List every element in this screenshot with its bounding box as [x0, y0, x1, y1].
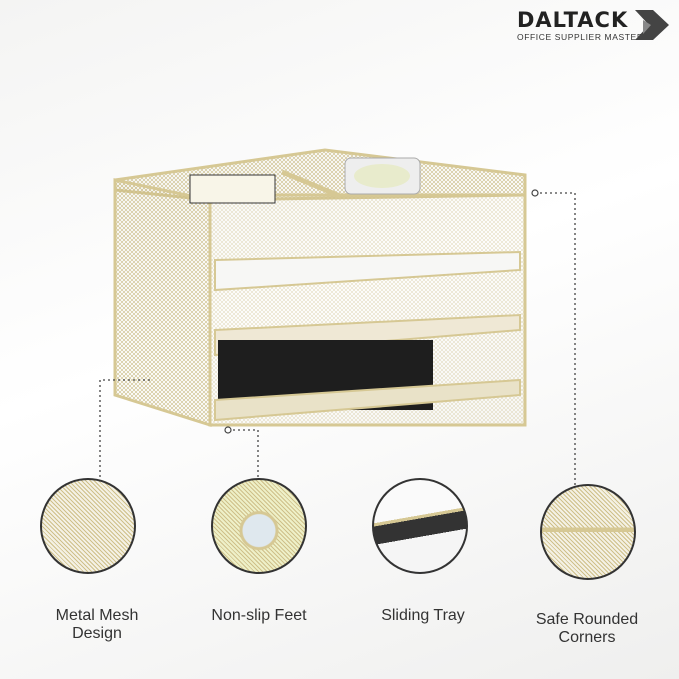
feature-image-rounded-corners — [540, 484, 636, 580]
logo-arrow-icon — [635, 10, 669, 40]
feature-label-sliding-tray: Sliding Tray — [353, 607, 493, 625]
label-line: Corners — [558, 629, 616, 646]
logo-tagline: OFFICE SUPPLIER MASTER — [517, 32, 644, 42]
feature-image-sliding-tray — [372, 478, 468, 574]
brand-logo: DALTACK OFFICE SUPPLIER MASTER — [515, 8, 670, 44]
label-line: Sliding Tray — [381, 607, 465, 624]
label-line: Safe Rounded — [535, 611, 639, 628]
label-line: Non-slip Feet — [211, 607, 307, 624]
label-line: Metal Mesh — [55, 607, 139, 624]
feature-image-non-slip-feet — [211, 478, 307, 574]
label-line: Design — [72, 625, 122, 642]
feature-image-metal-mesh — [40, 478, 136, 574]
feature-label-non-slip-feet: Non-slip Feet — [189, 607, 329, 625]
logo-brand: DALTACK — [517, 8, 629, 32]
